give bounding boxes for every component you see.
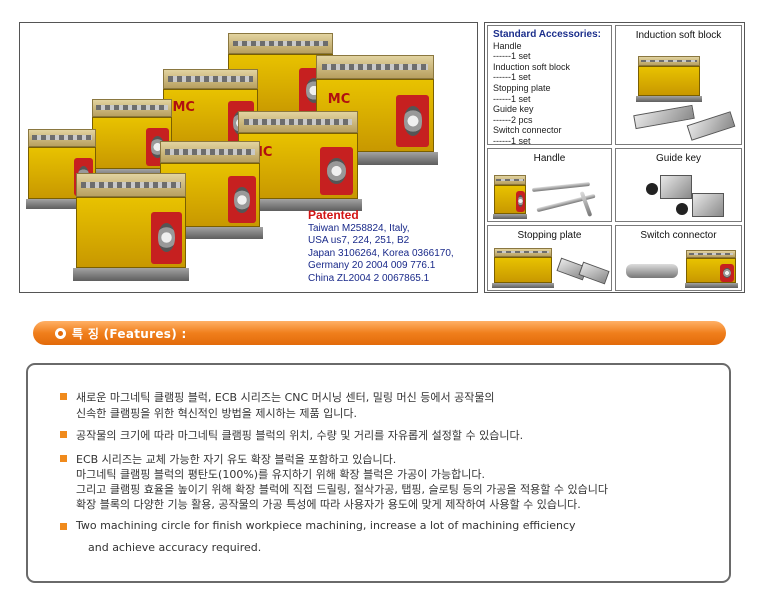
accessory-qty: ------1 set	[493, 93, 531, 104]
patent-info: Patented Taiwan M258824, Italy, USA us7,…	[308, 209, 454, 286]
handle-rod-image	[531, 181, 591, 193]
patent-line: Japan 3106264, Korea 0366170,	[308, 247, 454, 259]
accessory-qty: ------1 set	[493, 51, 531, 62]
patent-line: USA us7, 224, 251, B2	[308, 235, 410, 247]
product-mc-label: MC	[172, 99, 195, 115]
handle-block-image	[493, 175, 527, 219]
stopping-plate-caption: Stopping plate	[517, 230, 582, 241]
product-photo: MC MC MC Patented Taiwan M258824, Italy,…	[19, 22, 478, 293]
guide-key-caption: Guide key	[655, 153, 702, 164]
stopping-plate-block-image	[492, 248, 554, 288]
accessory-qty: ------1 set	[493, 72, 531, 83]
patent-title: Patented	[308, 208, 359, 222]
feature-line: and achieve accuracy required.	[88, 541, 262, 554]
switch-connector-cell: Switch connector	[615, 225, 742, 291]
feature-line: 새로운 마그네틱 클램핑 블럭, ECB 시리즈는 CNC 머시닝 센터, 밀링…	[76, 391, 495, 404]
features-header-bar	[33, 321, 726, 345]
feature-line: 마그네틱 클램핑 블럭의 평탄도(100%)를 유지하기 위해 확장 블럭은 가…	[76, 468, 485, 481]
standard-accessories-cell: Standard Accessories: Handle ------1 set…	[487, 25, 612, 145]
stopping-plate-cell: Stopping plate	[487, 225, 612, 291]
guide-key-cell: Guide key	[615, 148, 742, 222]
induction-soft-block-caption: Induction soft block	[635, 30, 722, 41]
guide-key-bolt-image	[676, 203, 688, 215]
accessory-qty: ------2 pcs	[493, 114, 533, 125]
magnetic-block-image	[72, 173, 190, 281]
guide-key-image	[660, 175, 692, 199]
patent-line: Taiwan M258824, Italy,	[308, 222, 410, 234]
switch-connector-caption: Switch connector	[640, 230, 717, 241]
features-box	[26, 363, 731, 583]
features-title: 특 징 (Features) :	[72, 327, 187, 341]
feature-line: ECB 시리즈는 교체 가능한 자기 유도 확장 블럭을 포함하고 있습니다.	[76, 453, 397, 466]
patent-line: Germany 20 2004 009 776.1	[308, 260, 436, 272]
patent-line: China ZL2004 2 0067865.1	[308, 272, 430, 284]
feature-line: Two machining circle for finish workpiec…	[76, 519, 576, 532]
switch-connector-image	[626, 264, 678, 278]
stopping-plate-image	[578, 261, 610, 285]
accessory-name: Induction soft block	[493, 61, 571, 72]
accessories-panel: Standard Accessories: Handle ------1 set…	[484, 22, 745, 293]
handle-caption: Handle	[533, 153, 566, 164]
accessory-name: Guide key	[493, 104, 534, 115]
feature-line: 그리고 클램핑 효율을 높이기 위해 확장 블럭에 직접 드릴링, 절삭가공, …	[76, 483, 608, 496]
orange-square-bullet-icon	[60, 523, 67, 530]
accessory-name: Handle	[493, 40, 522, 51]
guide-key-image	[692, 193, 724, 217]
features-bullet-icon	[55, 328, 66, 339]
induction-block-image	[636, 56, 702, 102]
soft-block-plate-image	[633, 104, 695, 130]
feature-line: 공작물의 크기에 따라 마그네틱 클램핑 블럭의 위치, 수량 및 거리를 자유…	[76, 429, 524, 442]
switch-connector-block-image	[684, 250, 738, 288]
orange-square-bullet-icon	[60, 455, 67, 462]
orange-square-bullet-icon	[60, 431, 67, 438]
product-mc-label: MC	[327, 92, 351, 108]
induction-soft-block-cell: Induction soft block	[615, 25, 742, 145]
accessory-qty: ------1 set	[493, 135, 531, 145]
accessories-heading: Standard Accessories:	[493, 29, 602, 40]
feature-line: 신속한 클램핑을 위한 혁신적인 방법을 제시하는 제품 입니다.	[76, 407, 357, 420]
accessory-name: Stopping plate	[493, 82, 551, 93]
accessory-name: Switch connector	[493, 125, 562, 136]
feature-line: 확장 블록의 다양한 기능 활용, 공작물의 가공 특성에 따라 사용자가 용도…	[76, 498, 581, 511]
guide-key-bolt-image	[646, 183, 658, 195]
handle-cell: Handle	[487, 148, 612, 222]
orange-square-bullet-icon	[60, 393, 67, 400]
standard-accessories-list: Standard Accessories: Handle ------1 set…	[493, 29, 602, 145]
